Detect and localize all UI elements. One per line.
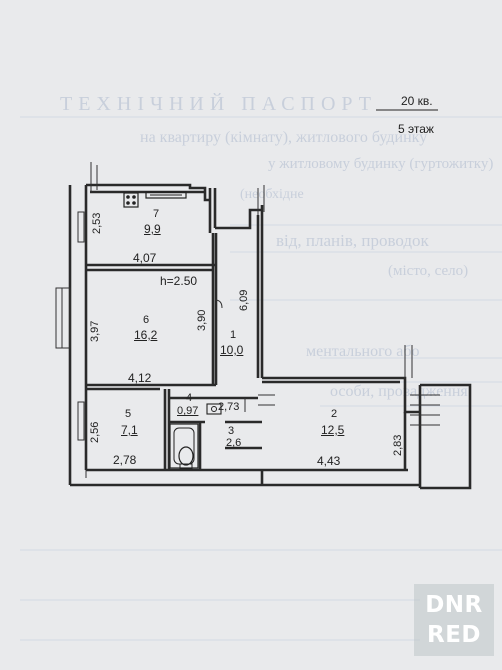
room-2-number: 2 — [331, 408, 338, 420]
bathtub-icon — [169, 423, 199, 469]
room-6-width-dim: 4,12 — [128, 371, 152, 385]
room-4-area: 0,97 — [177, 405, 199, 417]
room-5-height-dim: 2,56 — [89, 421, 101, 443]
floor-label: 5 этаж — [398, 122, 434, 136]
room-6-height-dim: 3,97 — [89, 320, 101, 342]
corridor-length-dim: 6,09 — [238, 289, 250, 311]
watermark-line2: RED — [426, 622, 481, 648]
ceiling-height: h=2.50 — [160, 274, 198, 288]
room-4-number: 4 — [186, 392, 193, 404]
bg-text-line7: ментального або — [306, 343, 419, 360]
room-2-area: 12,5 — [321, 423, 345, 437]
room-6-area: 16,2 — [134, 328, 158, 342]
bg-text-line5: від, планів, проводок — [276, 231, 430, 250]
bg-text-line3: у житловому будинку (гуртожитку) — [268, 156, 493, 172]
room-5-area: 7,1 — [121, 423, 138, 437]
bg-text-line1: ТЕХНІЧНИЙ ПАСПОРТ — [60, 92, 377, 115]
apartment-label: 20 кв. — [401, 94, 433, 108]
room-1-number: 1 — [230, 329, 237, 341]
room-2-height-dim: 2,83 — [392, 434, 404, 456]
room-5-width-dim: 2,78 — [113, 453, 137, 467]
corridor-width-dim: 2,73 — [218, 401, 240, 413]
room-6-number: 6 — [143, 314, 150, 326]
bg-text-line2: на квартиру (кімнату), житлового будинку — [140, 129, 427, 146]
room-3-area: 2,6 — [226, 437, 242, 449]
room-5-number: 5 — [125, 408, 132, 420]
room-3-number: 3 — [228, 425, 235, 437]
room-7-height-dim: 2,53 — [91, 212, 103, 234]
walls — [68, 183, 472, 490]
sink-icon — [206, 403, 222, 415]
kitchen-counter — [145, 191, 187, 199]
watermark-line1: DNR — [425, 592, 483, 618]
watermark-logo: DNR RED — [414, 584, 494, 656]
bg-text-line8: особи, провадження — [330, 383, 468, 400]
room-7-number: 7 — [153, 208, 160, 220]
background-text-group: ТЕХНІЧНИЙ ПАСПОРТ на квартиру (кімнату),… — [60, 92, 493, 400]
bg-text-line4: (необхідне — [240, 187, 304, 202]
room-7-area: 9,9 — [144, 222, 161, 236]
wall-details — [55, 162, 440, 478]
room-7-width-dim: 4,07 — [133, 251, 157, 265]
room-1-area: 10,0 — [220, 343, 244, 357]
toilet-icon — [178, 446, 194, 470]
room-6-inner-height-dim: 3,90 — [196, 309, 208, 331]
stove-icon — [123, 192, 139, 208]
bg-text-line6: (місто, село) — [388, 263, 468, 279]
room-2-width-dim: 4,43 — [317, 454, 341, 468]
